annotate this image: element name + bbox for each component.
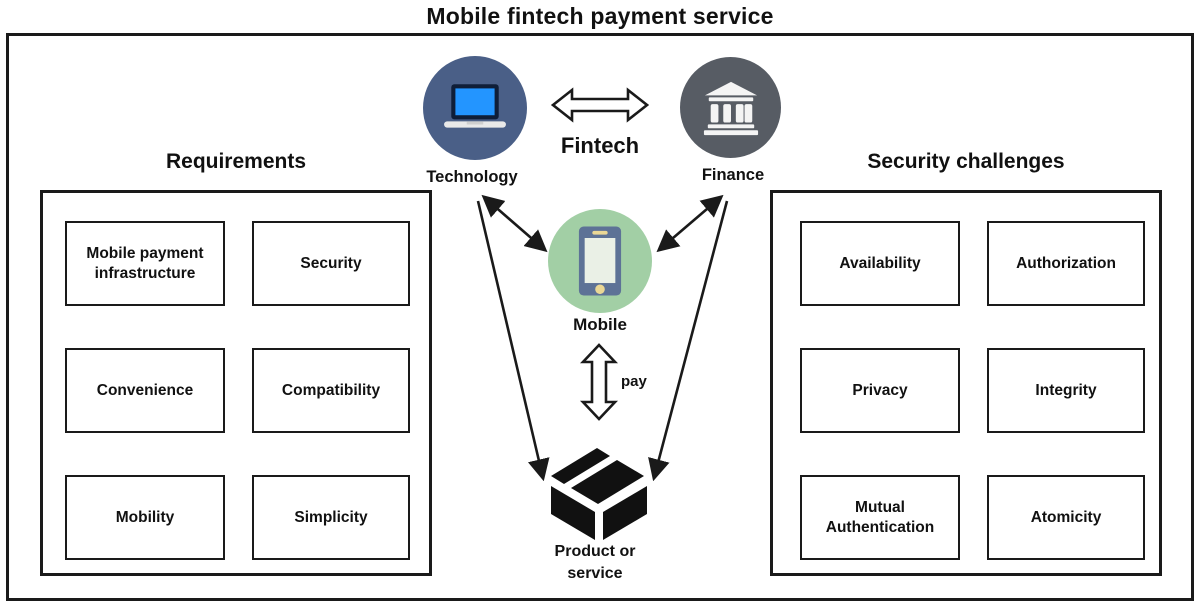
- product-label-line2: service: [567, 565, 623, 583]
- challenge-box: Atomicity: [987, 475, 1145, 560]
- challenge-box: Mutual Authentication: [800, 475, 960, 560]
- outer-frame: [6, 33, 1194, 601]
- requirement-box: Simplicity: [252, 475, 410, 560]
- fintech-label: Fintech: [560, 133, 640, 158]
- bank-icon: [703, 81, 758, 135]
- product-label-line1: Product or: [554, 543, 636, 560]
- pay-label: pay: [621, 373, 647, 390]
- pay-double-arrow-icon: [580, 343, 618, 421]
- smartphone-icon: [578, 226, 622, 296]
- requirement-box: Compatibility: [252, 348, 410, 433]
- challenge-box: Integrity: [987, 348, 1145, 433]
- page-title: Mobile fintech payment service: [426, 3, 774, 29]
- finance-circle: [680, 57, 781, 158]
- mobile-label: Mobile: [573, 315, 627, 334]
- requirement-box: Mobility: [65, 475, 225, 560]
- challenge-box: Privacy: [800, 348, 960, 433]
- challenge-box: Authorization: [987, 221, 1145, 306]
- requirement-box: Convenience: [65, 348, 225, 433]
- product-service-label: Product or service: [520, 541, 670, 586]
- technology-circle: [423, 56, 527, 160]
- requirements-heading: Requirements: [165, 150, 307, 173]
- requirement-box: Mobile payment infrastructure: [65, 221, 225, 306]
- mobile-circle: [548, 209, 652, 313]
- security-challenges-heading: Security challenges: [867, 150, 1065, 173]
- requirements-panel: Mobile payment infrastructure Security C…: [40, 190, 432, 576]
- laptop-icon: [444, 84, 506, 128]
- security-challenges-panel: Availability Authorization Privacy Integ…: [770, 190, 1162, 576]
- fintech-double-arrow-icon: [551, 87, 649, 123]
- technology-label: Technology: [426, 168, 518, 186]
- product-box-icon: [551, 448, 647, 540]
- finance-label: Finance: [701, 166, 765, 184]
- challenge-box: Availability: [800, 221, 960, 306]
- requirement-box: Security: [252, 221, 410, 306]
